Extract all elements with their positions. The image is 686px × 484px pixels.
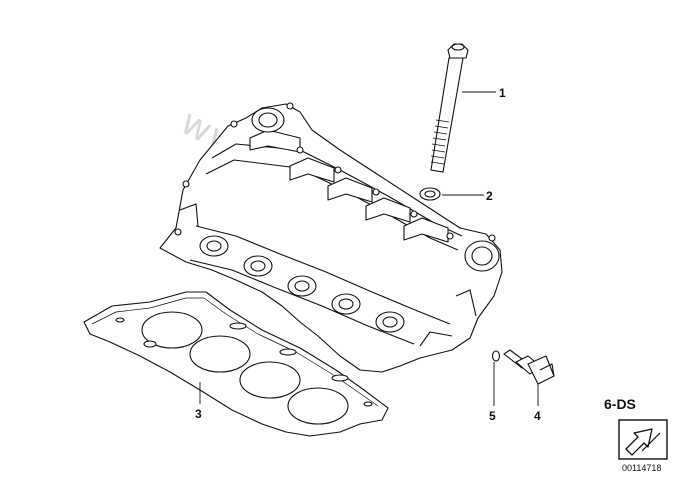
arrow-box-icon[interactable] xyxy=(618,419,668,460)
washer[interactable] xyxy=(419,187,441,201)
callout-4[interactable]: 4 xyxy=(534,409,541,423)
cylinder-head-gasket[interactable] xyxy=(83,291,389,437)
section-code: 6-DS xyxy=(604,396,636,412)
document-number: 00114718 xyxy=(622,463,662,473)
callout-5[interactable]: 5 xyxy=(489,409,496,423)
cylinder-head[interactable] xyxy=(159,102,503,373)
leader-lines xyxy=(199,91,539,406)
head-bolt[interactable] xyxy=(430,43,469,173)
callout-3[interactable]: 3 xyxy=(195,407,202,421)
callout-1[interactable]: 1 xyxy=(499,86,506,100)
sealing-ring[interactable] xyxy=(491,350,501,362)
callout-2[interactable]: 2 xyxy=(486,189,493,203)
coolant-temperature-sensor[interactable] xyxy=(503,349,555,385)
